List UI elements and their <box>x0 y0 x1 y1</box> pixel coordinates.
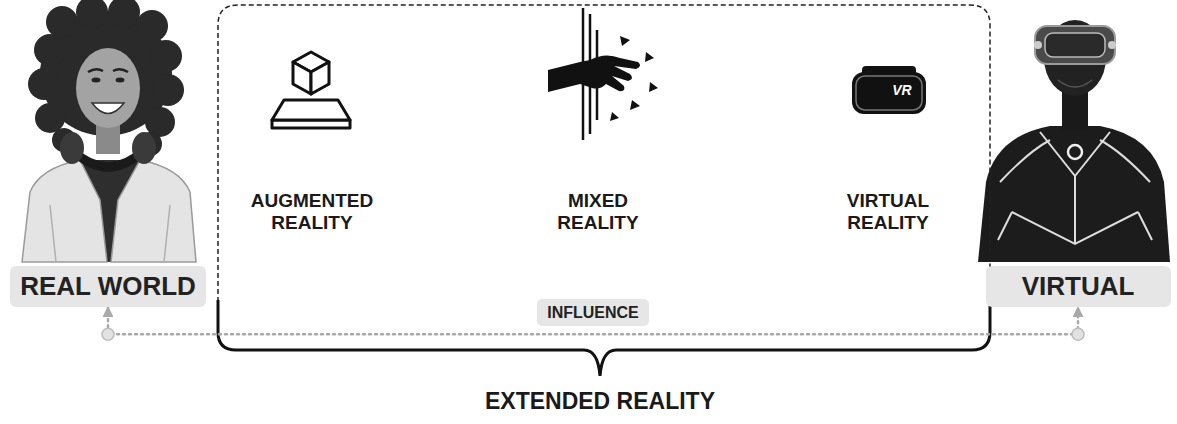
brace <box>218 300 990 376</box>
headset-light <box>1034 41 1042 49</box>
face <box>76 48 140 128</box>
label-pill: VIRTUAL <box>986 266 1171 307</box>
label-box: VR <box>882 81 922 99</box>
label-box: MIXED REALITY <box>543 190 653 234</box>
mr-icon-part <box>649 82 658 92</box>
vr-icon-part <box>852 72 926 114</box>
caption-label: EXTENDED REALITY <box>485 388 715 414</box>
pendant <box>1068 145 1082 159</box>
dashed-region <box>218 5 990 318</box>
jacket <box>22 160 107 262</box>
edge-label-pill: INFLUENCE <box>537 299 649 326</box>
mr-icon-part <box>548 55 640 92</box>
vr-icon <box>852 66 926 114</box>
hair-part <box>34 34 66 66</box>
mr-icon-part <box>620 36 630 46</box>
label-box: VIRTUAL REALITY <box>833 190 943 234</box>
pill-text: VIRTUAL <box>996 271 1161 302</box>
caption-label: AUGMENTED REALITY <box>251 190 373 233</box>
eye <box>92 78 101 83</box>
real-person <box>22 0 196 262</box>
chin <box>1058 80 1092 87</box>
body <box>978 126 1170 262</box>
hair-part <box>150 40 182 72</box>
ar-icon-part <box>293 62 311 94</box>
vr-headset <box>1035 26 1115 64</box>
eye <box>116 78 125 83</box>
headset-light <box>1108 41 1116 49</box>
ar-icon <box>272 52 350 128</box>
hair-part <box>35 103 65 133</box>
jacket-seam <box>50 205 170 262</box>
vr-icon-part <box>856 76 922 110</box>
hair-part <box>28 68 60 100</box>
hair-part <box>108 0 140 28</box>
label-box: AUGMENTED REALITY <box>242 190 382 234</box>
label-pill: REAL WORLD <box>10 266 206 307</box>
end-dots <box>102 328 1084 340</box>
end-dot <box>1072 328 1084 340</box>
smile <box>92 103 124 114</box>
caption-label: VIRTUAL REALITY <box>847 190 929 233</box>
label-box: EXTENDED REALITY <box>390 388 810 414</box>
hair-part <box>136 10 168 42</box>
mr-icon <box>548 8 658 140</box>
suit-lines <box>998 132 1152 244</box>
end-dot <box>102 328 114 340</box>
hair-part <box>46 6 78 38</box>
hair-part <box>152 74 184 106</box>
ear-cup <box>60 132 84 164</box>
mr-icon-part <box>610 112 619 121</box>
ar-icon-part <box>272 100 350 120</box>
jacket <box>111 160 196 262</box>
mr-icon-part <box>645 52 654 62</box>
hair-part <box>76 0 108 28</box>
edge-label: INFLUENCE <box>547 304 639 321</box>
ear-cup <box>132 132 156 164</box>
pill-text: REAL WORLD <box>20 271 196 302</box>
caption-label: MIXED REALITY <box>557 190 638 233</box>
mr-icon-part <box>630 100 640 110</box>
icon-text: VR <box>892 82 911 98</box>
hair <box>28 0 184 156</box>
brows <box>88 69 128 72</box>
ar-icon-part <box>311 62 329 94</box>
vr-visor <box>1045 33 1105 57</box>
virtual-person <box>978 20 1170 262</box>
